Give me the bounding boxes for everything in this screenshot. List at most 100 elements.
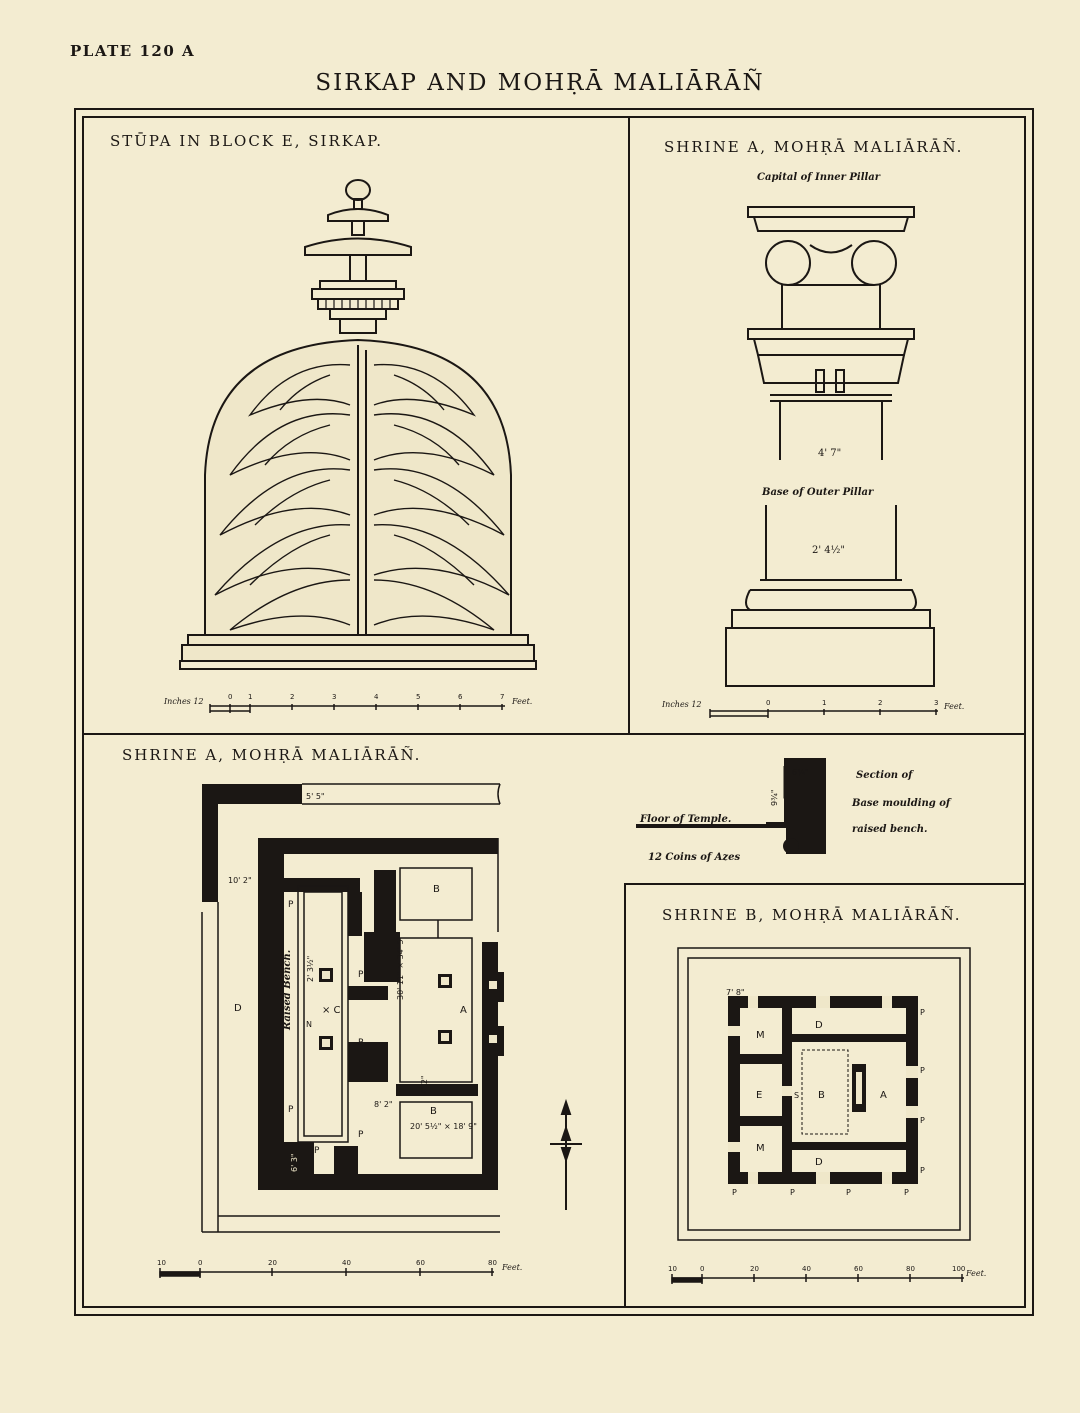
shrine-b-room-p: P	[920, 1116, 925, 1125]
base-label: Base of Outer Pillar	[762, 487, 874, 498]
base-moulding-section	[636, 758, 826, 854]
shrine-b-plan	[677, 947, 971, 1241]
plan-a-room-a: A	[460, 1005, 467, 1016]
pillar-scale-tick: 1	[822, 699, 827, 707]
plan-a-dim-n: N	[306, 1020, 312, 1029]
shrine-b-room-a: A	[880, 1090, 887, 1101]
plan-a-room-b-dim: 20' 5½" × 18' 9"	[410, 1122, 477, 1131]
inner-frame	[82, 116, 1026, 1308]
divider-bottom	[624, 884, 626, 1306]
section-label-3: raised bench.	[852, 824, 928, 835]
plan-a-label-d: D	[234, 1003, 242, 1014]
plan-a-raised-bench: Raised Bench.	[282, 949, 293, 1030]
shrine-b-scale-tick: 40	[802, 1265, 811, 1273]
pillar-scale-tick: 2	[878, 699, 883, 707]
stupa-scale-bar	[209, 704, 505, 713]
section-dim-a: 6¾"	[792, 768, 809, 777]
stupa-scale-tick: 4	[374, 693, 379, 701]
shrine-b-room-p: P	[732, 1188, 737, 1197]
stupa-scale-left: Inches 12	[164, 697, 204, 706]
shrine-b-scale-tick: 100	[952, 1265, 966, 1273]
shrine-b-scale-tick: 80	[906, 1265, 915, 1273]
plan-a-dim-door: 8' 2"	[374, 1100, 393, 1109]
stupa-drawing	[179, 179, 537, 670]
plan-a-room-b-bottom: B	[430, 1106, 437, 1117]
pillar-scale-left: Inches 12	[662, 700, 702, 709]
divider-shrine-b	[624, 883, 1024, 885]
shrine-a-plan	[201, 783, 504, 1233]
section-dim-b: 9¾"	[770, 789, 779, 806]
shrine-b-room-p: P	[920, 1166, 925, 1175]
plate-number: PLATE 120 A	[70, 42, 196, 60]
shrine-b-room-e: E	[756, 1090, 763, 1101]
plan-a-scale-tick: 20	[268, 1259, 277, 1267]
plan-a-room-c: × C	[322, 1005, 341, 1016]
plan-a-dim-bench: 2' 3½"	[306, 955, 315, 982]
shrine-b-room-s: S	[794, 1091, 800, 1100]
plan-a-room-a-dim: 30' 11" × 34' 5"	[396, 935, 405, 1000]
plan-a-dim-top: 5' 5"	[306, 792, 325, 801]
stupa-scale-tick: 0	[228, 693, 233, 701]
shrine-b-room-m: M	[756, 1030, 765, 1041]
plan-a-room-b-top: B	[433, 884, 440, 895]
divider-middle	[84, 733, 1024, 735]
pillar-dim-2: 2' 4½"	[812, 545, 845, 556]
stupa-scale-tick: 2	[290, 693, 295, 701]
shrine-a-plan-caption: SHRINE A, MOHṚĀ MALIĀRĀÑ.	[122, 746, 422, 764]
stupa-scale-tick: 6	[458, 693, 463, 701]
shrine-b-room-b: B	[818, 1090, 825, 1101]
plan-a-scale-bar	[159, 1268, 494, 1278]
plan-a-scale-tick: 40	[342, 1259, 351, 1267]
stupa-scale-tick: 3	[332, 693, 337, 701]
plan-a-label-p: P	[288, 1105, 294, 1115]
plan-a-scale-tick: 0	[198, 1259, 203, 1267]
shrine-b-scale-tick: 20	[750, 1265, 759, 1273]
plan-a-label-p: P	[358, 1038, 364, 1048]
shrine-b-room-p: P	[920, 1066, 925, 1075]
north-arrow	[550, 1098, 582, 1210]
section-label-1: Section of	[856, 770, 913, 781]
shrine-b-room-d: D	[815, 1157, 823, 1168]
plan-a-dim-left: 10' 2"	[228, 876, 252, 885]
plate-title: SIRKAP AND MOHṚĀ MALIĀRĀÑ	[315, 70, 765, 96]
plan-a-dim-wall: 4' 2"	[420, 1075, 429, 1094]
shrine-b-scale-tick: 60	[854, 1265, 863, 1273]
plan-a-scale-tick: 10	[157, 1259, 166, 1267]
plan-a-label-p: P	[358, 1130, 364, 1140]
pillar-scale-bar	[709, 709, 938, 718]
shrine-b-caption: SHRINE B, MOHṚĀ MALIĀRĀÑ.	[662, 906, 962, 924]
stupa-scale-tick: 7	[500, 693, 505, 701]
plan-a-label-p: P	[288, 900, 294, 910]
pillar-scale-unit: Feet.	[944, 702, 965, 711]
shrine-b-dim: 7' 8"	[726, 988, 745, 997]
plan-a-scale-tick: 80	[488, 1259, 497, 1267]
pillar-scale-tick: 0	[766, 699, 771, 707]
section-label-2: Base moulding of	[852, 798, 951, 809]
plan-a-label-p: P	[358, 970, 364, 980]
shrine-b-scale-tick: 0	[700, 1265, 705, 1273]
outer-frame	[74, 108, 1034, 1316]
stupa-scale-tick: 5	[416, 693, 421, 701]
stupa-caption: STŪPA IN BLOCK E, SIRKAP.	[110, 132, 384, 150]
shrine-b-room-p: P	[904, 1188, 909, 1197]
shrine-b-room-d: D	[815, 1020, 823, 1031]
capital-label: Capital of Inner Pillar	[757, 172, 881, 183]
plan-a-label-p: P	[314, 1146, 320, 1156]
plan-a-scale-tick: 60	[416, 1259, 425, 1267]
shrine-b-room-p: P	[790, 1188, 795, 1197]
plan-a-dim-corner: 6' 3"	[290, 1153, 299, 1172]
plan-a-scale-unit: Feet.	[502, 1263, 523, 1272]
shrine-b-room-m: M	[756, 1143, 765, 1154]
floor-label: Floor of Temple.	[640, 814, 732, 825]
stupa-scale-tick: 1	[248, 693, 253, 701]
shrine-b-scale-bar	[671, 1274, 964, 1284]
shrine-b-scale-unit: Feet.	[966, 1269, 987, 1278]
divider-top	[628, 118, 630, 734]
shrine-b-room-p: P	[920, 1008, 925, 1017]
pillar-caption: SHRINE A, MOHṚĀ MALIĀRĀÑ.	[664, 138, 964, 156]
shrine-b-scale-tick: 10	[668, 1265, 677, 1273]
pillar-scale-tick: 3	[934, 699, 939, 707]
pillar-drawing	[725, 206, 935, 687]
pillar-dim-1: 4' 7"	[818, 448, 842, 459]
shrine-b-room-p: P	[846, 1188, 851, 1197]
